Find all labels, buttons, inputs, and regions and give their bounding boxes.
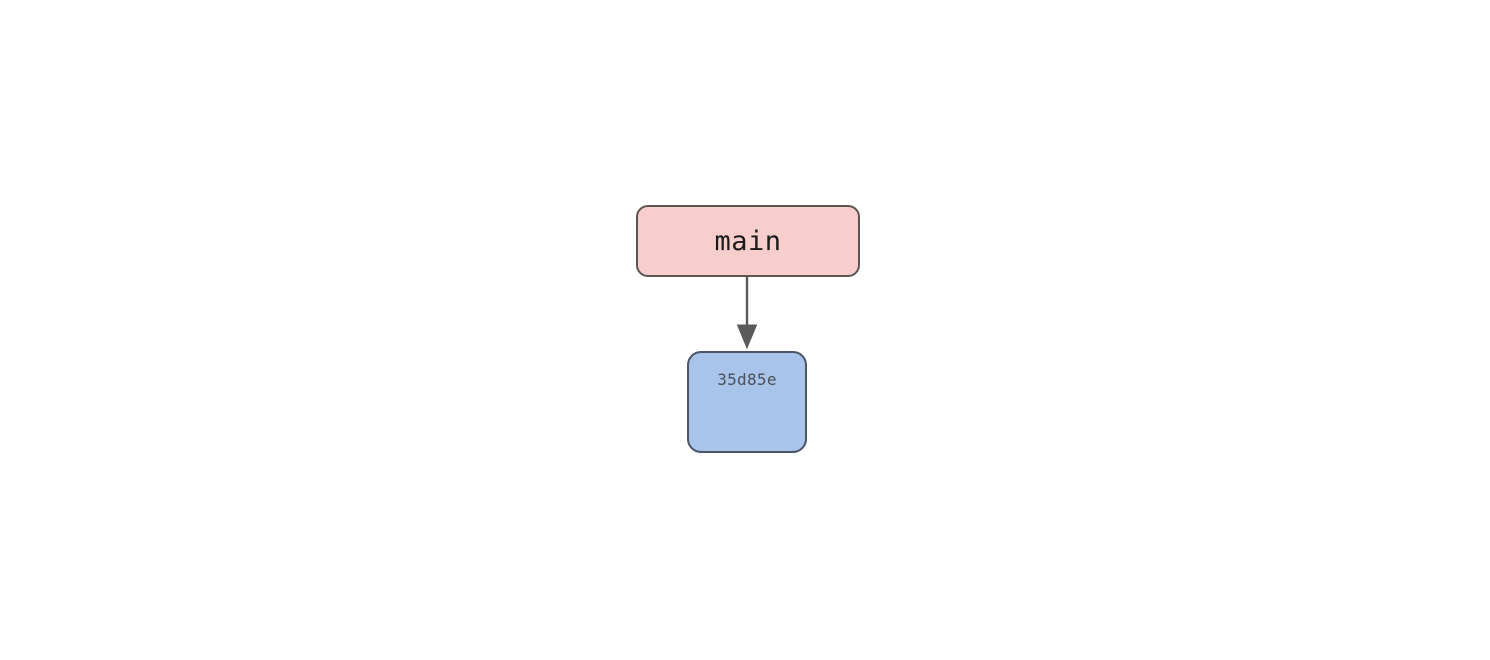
graph-node-main-label: main: [714, 225, 782, 257]
edge-arrowhead-icon: [736, 324, 758, 350]
graph-node-35d85e-label: 35d85e: [717, 370, 777, 389]
graph-node-main[interactable]: main: [636, 205, 860, 277]
graph-node-35d85e[interactable]: 35d85e: [687, 351, 807, 453]
edge-main-to-35d85e: [736, 277, 758, 350]
